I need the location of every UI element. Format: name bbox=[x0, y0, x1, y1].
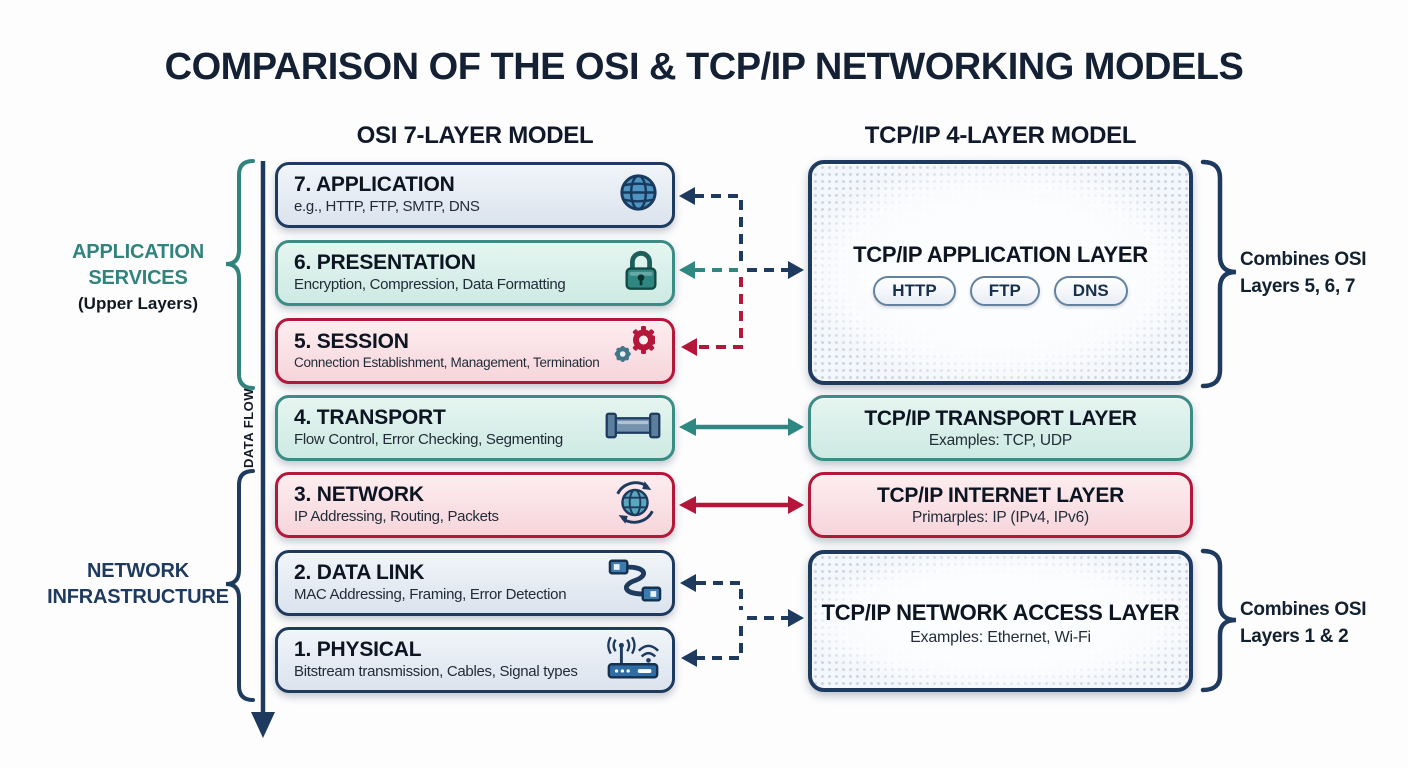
network-infrastructure-label: NETWORK INFRASTRUCTURE bbox=[47, 560, 229, 608]
page-title: COMPARISON OF THE OSI & TCP/IP NETWORKIN… bbox=[164, 46, 1244, 88]
routing-globe-icon bbox=[608, 477, 662, 534]
lock-icon bbox=[620, 247, 662, 299]
osi-layer-5-session: 5. SESSION Connection Establishment, Man… bbox=[275, 318, 675, 384]
ethernet-cable-icon bbox=[608, 557, 662, 609]
combines-lower-label: Combines OSI Layers 1 & 2 bbox=[1240, 599, 1367, 647]
tcpip-application-title: TCP/IP APPLICATION LAYER bbox=[853, 242, 1148, 267]
osi-layer-4-transport: 4. TRANSPORT Flow Control, Error Checkin… bbox=[275, 395, 675, 461]
pill-ftp: FTP bbox=[969, 276, 1040, 306]
brace-lower-right bbox=[1200, 548, 1237, 693]
data-flow-label: DATA FLOW bbox=[241, 387, 256, 469]
combines-upper-label: Combines OSI Layers 5, 6, 7 bbox=[1240, 249, 1367, 297]
application-services-label: APPLICATION SERVICES (Upper Layers) bbox=[72, 241, 204, 314]
pill-dns: DNS bbox=[1053, 276, 1128, 306]
globe-icon bbox=[615, 169, 662, 221]
protocol-pills: HTTP FTP DNS bbox=[812, 276, 1189, 306]
arrow-osi6-branch bbox=[679, 261, 738, 279]
pipe-icon bbox=[604, 407, 662, 450]
arrow-osi5-branch bbox=[681, 277, 743, 356]
arrow-internet bbox=[679, 496, 804, 514]
arrow-to-tcpip-application bbox=[747, 261, 804, 279]
arrow-transport bbox=[679, 418, 804, 436]
brace-upper-right bbox=[1200, 159, 1237, 389]
arrow-to-tcpip-access bbox=[747, 609, 804, 627]
osi-column-header: OSI 7-LAYER MODEL bbox=[356, 122, 594, 149]
osi-layer-1-physical: 1. PHYSICAL Bitstream transmission, Cabl… bbox=[275, 627, 675, 693]
brace-upper-left bbox=[225, 159, 255, 390]
tcpip-transport-layer-box: TCP/IP TRANSPORT LAYER Examples: TCP, UD… bbox=[808, 395, 1193, 461]
tcpip-network-access-layer-box: TCP/IP NETWORK ACCESS LAYER Examples: Et… bbox=[808, 550, 1193, 692]
router-icon bbox=[604, 634, 662, 687]
pill-http: HTTP bbox=[873, 276, 956, 306]
arrow-osi1-branch bbox=[681, 626, 743, 667]
gears-icon bbox=[610, 324, 662, 371]
osi-layer-2-datalink: 2. DATA LINK MAC Addressing, Framing, Er… bbox=[275, 550, 675, 616]
tcpip-column-header: TCP/IP 4-LAYER MODEL bbox=[864, 122, 1137, 149]
osi-layer-3-network: 3. NETWORK IP Addressing, Routing, Packe… bbox=[275, 472, 675, 538]
arrow-osi7-branch bbox=[679, 187, 743, 262]
osi-layer-7-application: 7. APPLICATION e.g., HTTP, FTP, SMTP, DN… bbox=[275, 162, 675, 228]
tcpip-application-layer-box: TCP/IP APPLICATION LAYER HTTP FTP DNS bbox=[808, 160, 1193, 385]
arrow-osi2-branch bbox=[680, 574, 743, 610]
tcpip-internet-layer-box: TCP/IP INTERNET LAYER Primarples: IP (IP… bbox=[808, 472, 1193, 538]
osi-layer-6-presentation: 6. PRESENTATION Encryption, Compression,… bbox=[275, 240, 675, 306]
